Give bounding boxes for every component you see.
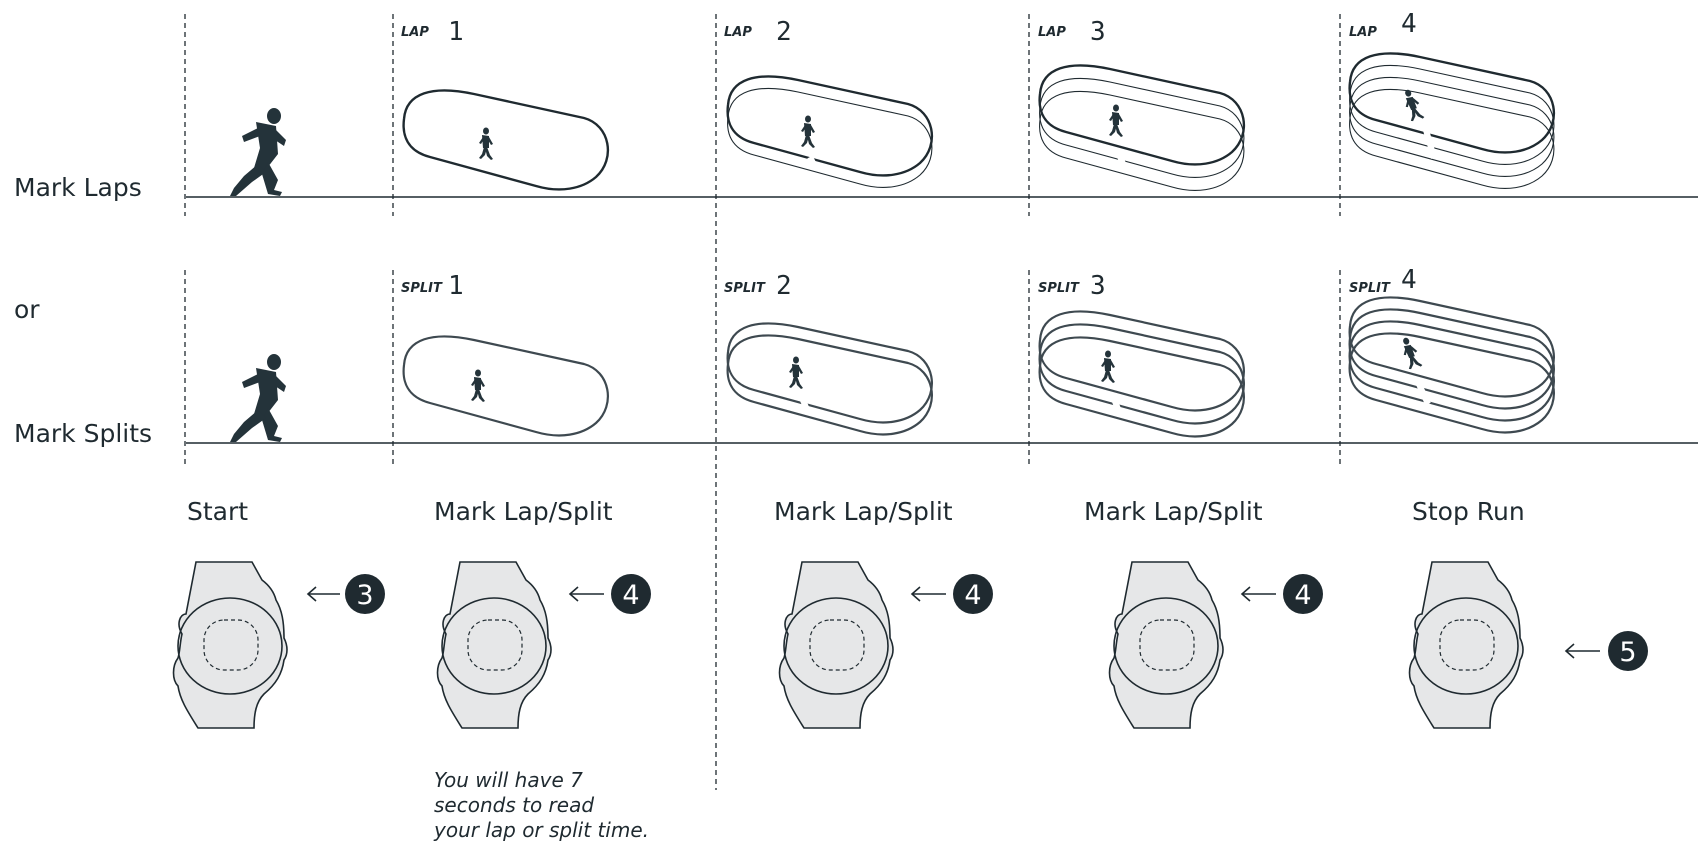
button-4-number-1: 4 [622,580,639,611]
lap-track-3-icon [1038,64,1246,191]
lap-digit-2: 2 [776,17,792,47]
split-tag-3: SPLIT [1038,281,1080,296]
button-5-callout: 5 [1564,631,1648,671]
split-digit-3: 3 [1090,271,1106,301]
mark-splits-label: Mark Splits [14,419,152,448]
button-5-number: 5 [1619,637,1636,668]
button-4-number-2: 4 [964,580,981,611]
button-3-number: 3 [356,580,373,611]
lap-time-note: You will have 7 seconds to read your lap… [433,768,649,842]
note-line-1: You will have 7 [434,768,583,792]
split-tag-1: SPLIT [401,281,443,296]
button-3-callout: 3 [306,574,385,614]
lap-digit-1: 1 [448,17,464,47]
step-title-mark-2: Mark Lap/Split [774,497,953,526]
step-title-stop: Stop Run [1412,497,1525,526]
split-track-2-icon [726,322,934,436]
watch-icon-mark-1 [436,561,552,729]
or-label: or [14,295,40,324]
note-line-3: your lap or split time. [433,818,649,842]
lap-tag-4: LAP [1349,25,1377,40]
step-title-start: Start [187,497,248,526]
note-line-2: seconds to read [434,793,594,817]
button-4-callout-1: 4 [568,574,651,614]
watch-icon-mark-3 [1108,561,1224,729]
button-4-callout-3: 4 [1240,574,1323,614]
split-digit-4: 4 [1401,265,1417,295]
step-title-mark-1: Mark Lap/Split [434,497,613,526]
lap-digit-4: 4 [1401,9,1417,39]
lap-track-1-icon [402,89,610,191]
button-4-callout-2: 4 [910,574,993,614]
watch-icon-start [172,561,288,729]
split-tag-2: SPLIT [724,281,766,296]
watch-icon-stop [1408,561,1524,729]
lap-tag-2: LAP [724,25,752,40]
split-track-4-icon [1348,296,1556,434]
start-runner-laps-icon [230,108,286,196]
lap-track-2-icon [726,75,934,188]
split-digit-1: 1 [448,271,464,301]
lap-tag-1: LAP [401,25,429,40]
button-4-number-3: 4 [1294,580,1311,611]
split-digit-2: 2 [776,271,792,301]
mark-laps-label: Mark Laps [14,173,142,202]
lap-digit-3: 3 [1090,17,1106,47]
dividers [184,14,1341,790]
split-tag-4: SPLIT [1349,281,1391,296]
lap-track-4-icon [1348,52,1556,189]
step-title-mark-3: Mark Lap/Split [1084,497,1263,526]
split-track-1-icon [402,335,610,437]
start-runner-splits-icon [230,354,286,442]
watch-icon-mark-2 [778,561,894,729]
lap-tag-3: LAP [1038,25,1066,40]
split-track-3-icon [1038,310,1246,438]
